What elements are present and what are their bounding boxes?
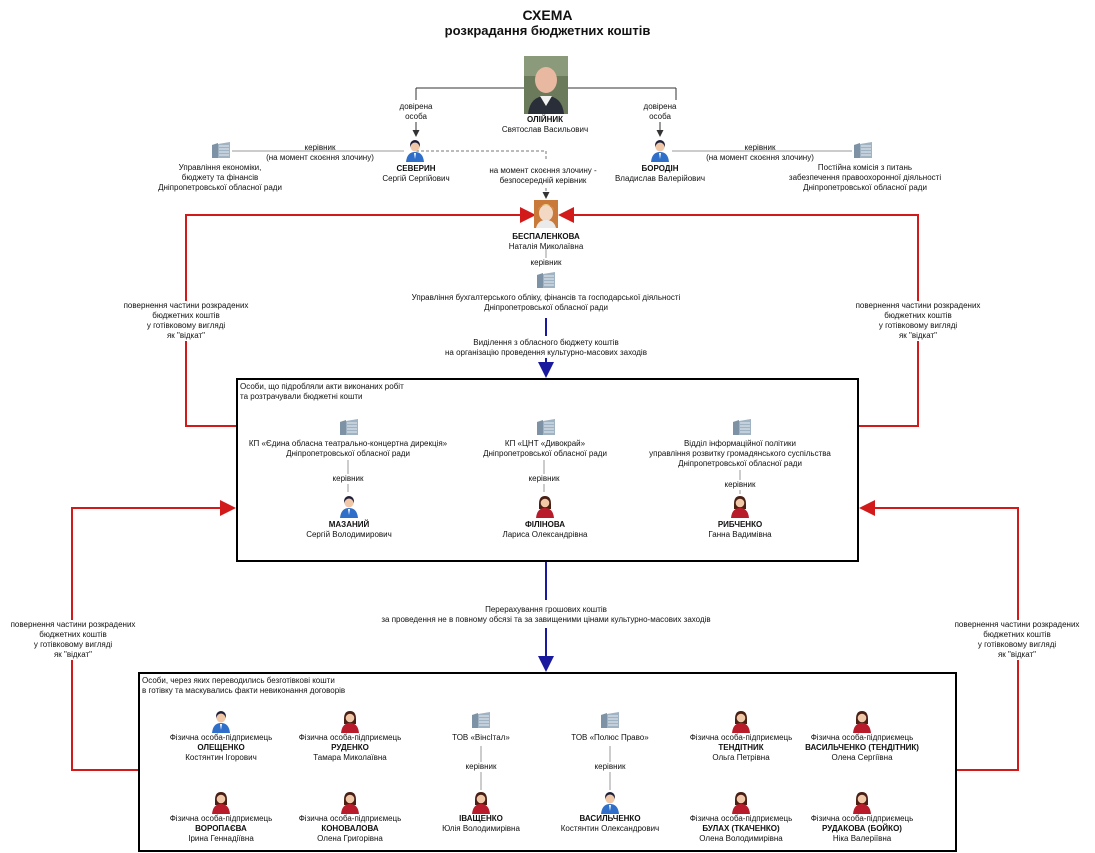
konovalova-name: Олена Григорівна xyxy=(317,834,383,843)
kickback-label-lower-right: повернення частини розкрадених бюджетних… xyxy=(942,620,1092,660)
female-person-icon xyxy=(341,792,359,819)
bespalenkova-surname: БЕСПАЛЕНКОВА xyxy=(512,232,580,241)
transfer-label: Перерахування грошових коштів за проведе… xyxy=(336,605,756,625)
female-person-icon xyxy=(732,792,750,819)
fop-label: Фізична особа-підприємець xyxy=(810,814,914,823)
cash-conversion-group-box xyxy=(138,672,957,852)
vasylchenko-name: Костянтин Олександрович xyxy=(560,824,660,833)
tenditnyk-name: Ольга Петрівна xyxy=(712,753,770,762)
fop-label: Фізична особа-підприємець xyxy=(169,814,273,823)
head-label-right: керівник (на момент скоєння злочину) xyxy=(706,143,814,162)
accounting-department: Управління бухгалтерського обліку, фінан… xyxy=(411,293,681,312)
olijnyk-photo xyxy=(524,56,568,114)
male-person-icon xyxy=(212,711,230,738)
kickback-label-upper-left: повернення частини розкрадених бюджетних… xyxy=(106,301,266,341)
org-head-role: керівник xyxy=(514,474,574,484)
building-icon xyxy=(338,418,360,441)
diagram-title: СХЕМА xyxy=(522,7,573,23)
voropaieva-name: Ірина Геннадіївна xyxy=(188,834,254,843)
company-vinsital: ТОВ «ВінсІтал» xyxy=(452,733,510,742)
fop-label: Фізична особа-підприємець xyxy=(298,733,402,742)
trusted-person-left-label: довірена особа xyxy=(399,102,433,121)
mazanyi-name: Сергій Володимирович xyxy=(306,530,392,539)
allocation-label: Виділення з обласного бюджету коштів на … xyxy=(396,338,696,358)
rybchenko-name: Ганна Вадимівна xyxy=(708,530,772,539)
company-head-role: керівник xyxy=(451,762,511,772)
rybchenko-surname: РИБЧЕНКО xyxy=(717,520,763,529)
tenditnyk-surname: ТЕНДІТНИК xyxy=(718,743,764,752)
building-icon xyxy=(535,271,557,294)
fop-label: Фізична особа-підприємець xyxy=(689,733,793,742)
borodin-surname: БОРОДІН xyxy=(641,164,679,173)
head-label-left: керівник (на момент скоєння злочину) xyxy=(266,143,374,162)
rudakova-surname: РУДАКОВА (БОЙКО) xyxy=(822,824,902,833)
building-icon xyxy=(210,141,232,164)
female-person-icon xyxy=(212,792,230,819)
company-polius-pravo: ТОВ «Полюс Право» xyxy=(571,733,649,742)
diagram-subtitle: розкрадання бюджетних коштів xyxy=(444,23,651,38)
ivashchenko-name: Юлія Володимирівна xyxy=(442,824,520,833)
female-person-icon xyxy=(853,711,871,738)
ivashchenko-surname: ІВАЩЕНКО xyxy=(459,814,503,823)
severyn-surname: СЕВЕРИН xyxy=(396,164,436,173)
bulakh-name: Олена Володимирівна xyxy=(699,834,783,843)
oleshchenko-name: Костянтин Ігорович xyxy=(185,753,257,762)
direct-head-label: на момент скоєння злочину - безпосередні… xyxy=(489,166,597,185)
female-person-icon xyxy=(731,496,749,523)
bespalenkova-role: керівник xyxy=(516,258,576,268)
borodin-name: Владислав Валерійович xyxy=(614,174,706,183)
building-icon xyxy=(852,141,874,164)
forgers-group-box xyxy=(236,378,859,562)
building-icon xyxy=(599,711,621,734)
konovalova-surname: КОНОВАЛОВА xyxy=(321,824,379,833)
building-icon xyxy=(535,418,557,441)
vasylchenko-surname: ВАСИЛЬЧЕНКО xyxy=(579,814,641,823)
org-head-role: керівник xyxy=(318,474,378,484)
olijnyk-surname: ОЛІЙНИК xyxy=(526,115,564,124)
org-economy-department: Управління економіки, бюджету та фінансі… xyxy=(158,163,282,192)
female-person-icon xyxy=(853,792,871,819)
oleshchenko-surname: ОЛЕЩЕНКО xyxy=(197,743,245,752)
org-law-enforcement-commission: Постійна комісія з питань забезпечення п… xyxy=(788,163,942,192)
org-theatre-concert-directorate: КП «Єдина обласна театрально-концертна д… xyxy=(248,439,448,458)
olijnyk-name: Святослав Васильович xyxy=(501,125,589,134)
company-head-role: керівник xyxy=(580,762,640,772)
rudenko-name: Тамара Миколаївна xyxy=(313,753,387,762)
filinova-surname: ФІЛІНОВА xyxy=(524,520,566,529)
female-person-icon xyxy=(732,711,750,738)
female-person-icon xyxy=(472,792,490,819)
filinova-name: Лариса Олександрівна xyxy=(502,530,588,539)
severyn-name: Сергій Сергійович xyxy=(382,174,450,183)
kickback-label-upper-right: повернення частини розкрадених бюджетних… xyxy=(838,301,998,341)
bespalenkova-photo xyxy=(534,200,558,228)
org-head-role: керівник xyxy=(710,480,770,490)
voropaieva-surname: ВОРОПАЄВА xyxy=(195,824,247,833)
fop-label: Фізична особа-підприємець xyxy=(810,733,914,742)
forgers-group-title: Особи, що підробляли акти виконаних робі… xyxy=(240,382,404,401)
org-dyvokrai: КП «ЦНТ «Дивокрай» Дніпропетровської обл… xyxy=(483,439,607,458)
rudakova-name: Ніка Валеріївна xyxy=(832,834,892,843)
fop-label: Фізична особа-підприємець xyxy=(298,814,402,823)
building-icon xyxy=(731,418,753,441)
male-person-icon xyxy=(406,140,424,167)
fop-label: Фізична особа-підприємець xyxy=(169,733,273,742)
bespalenkova-name: Наталія Миколаївна xyxy=(508,242,584,251)
rudenko-surname: РУДЕНКО xyxy=(331,743,369,752)
male-person-icon xyxy=(601,792,619,819)
female-person-icon xyxy=(536,496,554,523)
building-icon xyxy=(470,711,492,734)
male-person-icon xyxy=(340,496,358,523)
mazanyi-surname: МАЗАНИЙ xyxy=(328,520,370,529)
org-information-policy-department: Відділ інформаційної політики управління… xyxy=(649,439,831,468)
vasylchenko-tenditnyk-name: Олена Сергіївна xyxy=(831,753,893,762)
cash-conversion-group-title: Особи, через яких переводились безготівк… xyxy=(142,676,346,695)
female-person-icon xyxy=(341,711,359,738)
fop-label: Фізична особа-підприємець xyxy=(689,814,793,823)
vasylchenko-tenditnyk-surname: ВАСИЛЬЧЕНКО (ТЕНДІТНИК) xyxy=(805,743,919,752)
kickback-label-lower-left: повернення частини розкрадених бюджетних… xyxy=(0,620,146,660)
bulakh-surname: БУЛАХ (ТКАЧЕНКО) xyxy=(702,824,780,833)
male-person-icon xyxy=(651,140,669,167)
trusted-person-right-label: довірена особа xyxy=(643,102,677,121)
